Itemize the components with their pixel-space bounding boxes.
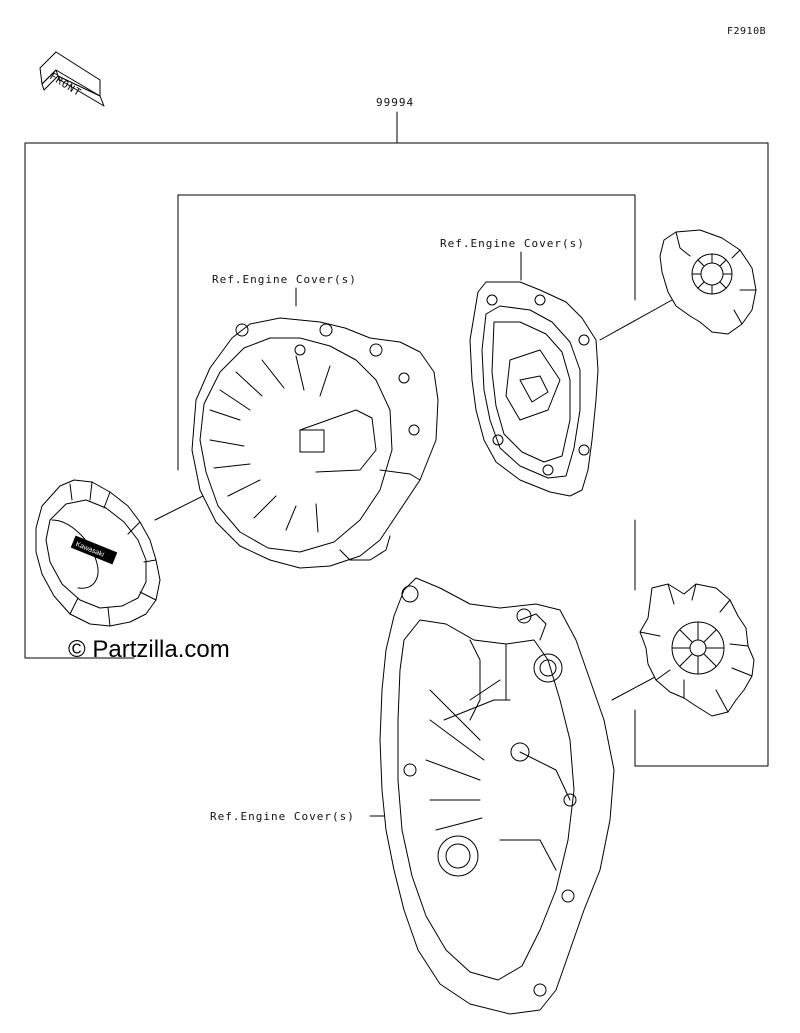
ref-engine-cover-label-2: Ref.Engine Cover(s) xyxy=(440,237,585,250)
right-lower-slider xyxy=(639,583,755,717)
figure-code: F2910B xyxy=(727,26,767,37)
left-engine-slider: Kawasaki xyxy=(35,479,161,627)
engine-cover-upper-right xyxy=(469,281,599,497)
outer-bracket-frame xyxy=(24,111,769,767)
watermark: © Partzilla.com xyxy=(68,636,230,663)
ref-engine-cover-label-1: Ref.Engine Cover(s) xyxy=(212,273,357,286)
engine-cover-upper-left xyxy=(191,317,439,569)
front-arrow-icon: FRONT xyxy=(39,51,105,107)
ref-engine-cover-label-3: Ref.Engine Cover(s) xyxy=(210,810,355,823)
part-number-label: 99994 xyxy=(376,96,415,109)
engine-cover-lower xyxy=(379,577,615,1015)
right-upper-slider xyxy=(659,229,757,335)
